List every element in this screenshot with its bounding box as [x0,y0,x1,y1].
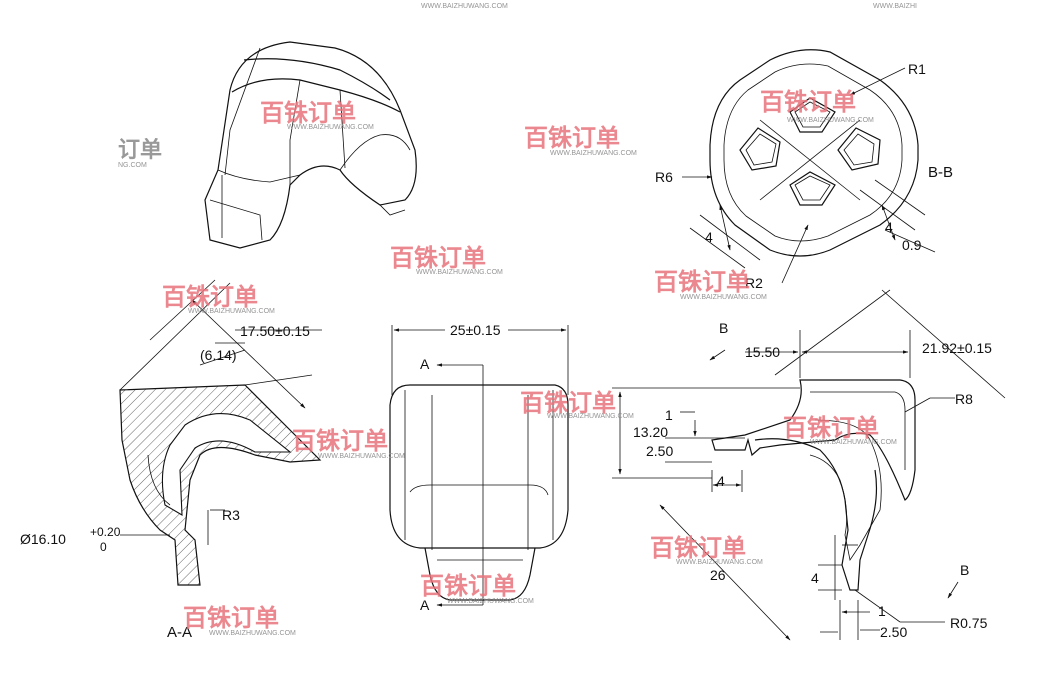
svg-text:NG.COM: NG.COM [118,162,147,169]
isometric-view [204,41,417,249]
watermark-5: 百铢订单 WWW.BAIZHUWANG.COM [654,268,767,301]
label-r1: R1 [908,61,926,77]
watermark-3: 百铢订单 WWW.BAIZHUWANG.COM [760,88,874,124]
watermarks: 百铢订单 WWW.BAIZHUWANG.COM 百铢订单 WWW.BAIZHUW… [118,3,917,637]
svg-text:订单: 订单 [118,138,162,163]
label-diameter: Ø16.10 [20,531,66,547]
svg-text:百铢订单: 百铢订单 [162,283,258,311]
label-r6: R6 [655,169,673,185]
watermark-9: 百铢订单 WWW.BAIZHUWANG.COM [292,427,405,460]
svg-text:WWW.BAIZHUWANG.COM: WWW.BAIZHUWANG.COM [680,294,767,301]
label-26: 26 [710,567,726,583]
watermark-4: 百铢订单 WWW.BAIZHUWANG.COM [390,244,503,276]
svg-text:百铢订单: 百铢订单 [524,124,620,152]
label-tol-lower: 0 [100,540,107,554]
label-r3: R3 [222,507,240,523]
label-2192: 21.92±0.15 [922,340,992,356]
svg-text:百铢订单: 百铢订单 [520,389,616,417]
watermark-10: 百铢订单 WWW.BAIZHUWANG.COM [650,534,763,566]
label-cut-b-top: B [719,320,728,336]
watermark-1: 百铢订单 WWW.BAIZHUWANG.COM [260,99,374,131]
section-aa-view [119,279,322,586]
label-cut-a-bottom: A [420,597,430,613]
svg-text:百铢订单: 百铢订单 [420,572,516,600]
svg-text:WWW.BAIZHUWANG.COM: WWW.BAIZHUWANG.COM [676,559,763,566]
watermark-partial-left: 订单 NG.COM [118,138,162,169]
bb-pocket-bottom [789,171,836,206]
bb-pocket-right [837,127,881,171]
svg-text:WWW.BAIZHUWANG.COM: WWW.BAIZHUWANG.COM [787,117,874,124]
label-tol-upper: +0.20 [90,525,121,539]
label-dim-1: 1 [665,407,673,423]
label-bb: B-B [928,164,953,181]
label-cut-a-top: A [420,356,430,372]
svg-text:百铢订单: 百铢订单 [654,268,750,296]
svg-text:WWW.BAIZHUWANG.COM: WWW.BAIZHUWANG.COM [188,308,275,315]
watermark-12: 百铢订单 WWW.BAIZHUWANG.COM [183,604,296,637]
label-250-lower: 2.50 [880,624,907,640]
label-dim-4: 4 [717,473,725,489]
label-width: 25±0.15 [450,322,501,338]
label-1320: 13.20 [633,424,668,440]
label-dim-1-lower: 1 [878,603,886,619]
label-dim-4-lower: 4 [811,570,819,586]
svg-text:WWW.BAIZHI: WWW.BAIZHI [873,3,917,10]
watermark-7: 百铢订单 WWW.BAIZHUWANG.COM [520,389,634,420]
svg-text:WWW.BAIZHUWANG.COM: WWW.BAIZHUWANG.COM [318,453,405,460]
watermark-11: 百铢订单 WWW.BAIZHUWANG.COM [420,572,534,605]
label-r075: R0.75 [950,615,988,631]
svg-text:WWW.BAIZHUWANG.COM: WWW.BAIZHUWANG.COM [209,630,296,637]
watermark-6: 百铢订单 WWW.BAIZHUWANG.COM [162,283,275,315]
side-view [612,289,1006,641]
label-bb-dim-09: 0.9 [902,237,922,253]
svg-text:百铢订单: 百铢订单 [292,427,388,455]
svg-text:WWW.BAIZHUWANG.COM: WWW.BAIZHUWANG.COM [287,124,374,131]
svg-text:WWW.BAIZHUWANG.COM: WWW.BAIZHUWANG.COM [810,439,897,446]
label-aa-length: 17.50±0.15 [240,323,310,339]
svg-text:WWW.BAIZHUWANG.COM: WWW.BAIZHUWANG.COM [416,269,503,276]
watermark-top-2: WWW.BAIZHI [873,3,917,10]
label-r2: R2 [745,275,763,291]
label-250: 2.50 [646,443,673,459]
label-aa: A-A [167,624,192,641]
svg-text:WWW.BAIZHUWANG.COM: WWW.BAIZHUWANG.COM [421,3,508,10]
svg-text:百铢订单: 百铢订单 [783,414,879,442]
label-r8: R8 [955,391,973,407]
drawing-labels: R1 B-B R6 R2 4 4 0.9 17.50±0.15 (6.14) R… [20,61,992,641]
front-view [389,325,569,607]
watermark-top-1: WWW.BAIZHUWANG.COM [421,3,508,10]
svg-text:百铢订单: 百铢订单 [390,244,486,272]
svg-text:百铢订单: 百铢订单 [260,99,356,127]
svg-text:百铢订单: 百铢订单 [760,88,856,116]
watermark-2: 百铢订单 WWW.BAIZHUWANG.COM [524,124,637,157]
bb-pocket-top [789,97,836,133]
svg-text:WWW.BAIZHUWANG.COM: WWW.BAIZHUWANG.COM [550,150,637,157]
svg-text:WWW.BAIZHUWANG.COM: WWW.BAIZHUWANG.COM [447,598,534,605]
label-aa-ref: (6.14) [200,347,237,363]
bb-pocket-left [739,127,781,171]
svg-text:WWW.BAIZHUWANG.COM: WWW.BAIZHUWANG.COM [547,413,634,420]
svg-text:百铢订单: 百铢订单 [650,534,746,562]
label-bb-dim-4-left: 4 [705,229,713,245]
svg-text:百铢订单: 百铢订单 [183,604,279,632]
watermark-8: 百铢订单 WWW.BAIZHUWANG.COM [783,414,897,446]
section-bb-view [682,49,936,284]
label-1550: 15.50 [745,344,780,360]
label-bb-dim-4-right: 4 [885,219,893,235]
label-cut-b-bottom: B [960,562,969,578]
